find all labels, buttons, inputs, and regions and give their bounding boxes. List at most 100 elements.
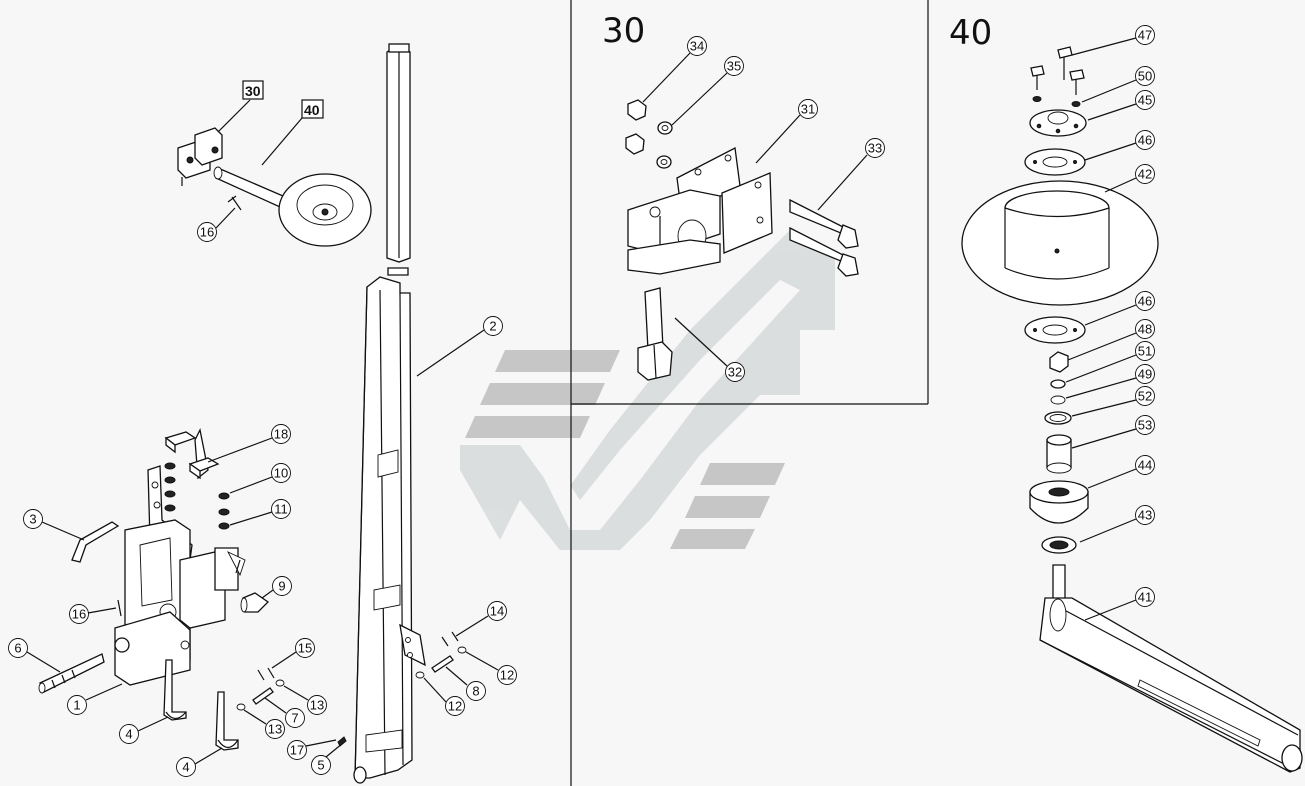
- svg-text:52: 52: [1138, 389, 1152, 404]
- svg-text:12: 12: [448, 699, 462, 714]
- callout-53: 53: [1071, 415, 1155, 449]
- callout-31: 31: [755, 99, 818, 164]
- svg-text:42: 42: [1138, 167, 1152, 182]
- svg-text:47: 47: [1138, 28, 1152, 43]
- svg-text:17: 17: [290, 743, 304, 758]
- detail-30-nuts-34-35: [625, 99, 673, 169]
- svg-text:50: 50: [1138, 69, 1152, 84]
- callout-6: 6: [8, 638, 61, 673]
- detail-40-arm-41: [1039, 564, 1303, 773]
- callout-33: 33: [817, 138, 885, 211]
- shaft-6: [38, 653, 105, 694]
- svg-text:30: 30: [245, 83, 261, 99]
- svg-text:35: 35: [727, 59, 741, 74]
- callout-18: 18: [207, 424, 291, 463]
- callout-50: 50: [1081, 66, 1155, 103]
- svg-text:34: 34: [690, 39, 704, 54]
- svg-text:8: 8: [472, 684, 479, 699]
- callout-48: 48: [1067, 319, 1155, 361]
- knob-9: [240, 592, 270, 613]
- callout-43: 43: [1079, 505, 1155, 543]
- overview-top-assembly: [177, 127, 372, 247]
- detail-40-hub-44: [1029, 480, 1089, 524]
- callout-5: 5: [311, 742, 344, 775]
- svg-text:3: 3: [29, 512, 36, 527]
- callout-34: 34: [642, 36, 707, 103]
- svg-text:32: 32: [728, 365, 742, 380]
- svg-text:49: 49: [1138, 367, 1152, 382]
- svg-text:53: 53: [1138, 418, 1152, 433]
- svg-text:7: 7: [291, 711, 298, 726]
- detail-30-bolt-32: [637, 287, 673, 381]
- callout-10: 10: [229, 463, 291, 494]
- svg-text:41: 41: [1138, 590, 1152, 605]
- callout-16a: 16: [197, 207, 236, 242]
- svg-text:13: 13: [310, 698, 324, 713]
- svg-text:9: 9: [278, 579, 285, 594]
- callout-1: 1: [67, 683, 123, 715]
- svg-text:46: 46: [1138, 294, 1152, 309]
- svg-text:13: 13: [268, 722, 282, 737]
- hook-4-b: [215, 691, 239, 751]
- overview-tag-30: 30: [217, 80, 264, 133]
- svg-text:45: 45: [1138, 93, 1152, 108]
- callout-32: 32: [674, 317, 745, 382]
- svg-text:33: 33: [868, 141, 882, 156]
- detail-40-nut-washers: [1044, 351, 1072, 425]
- detail-40-gasket-46-top: [1024, 148, 1086, 176]
- svg-text:51: 51: [1138, 344, 1152, 359]
- svg-text:46: 46: [1138, 133, 1152, 148]
- callout-8: 8: [445, 666, 486, 701]
- callout-16b: 16: [69, 604, 117, 624]
- svg-text:40: 40: [304, 102, 320, 118]
- detail-40-flange-45: [1029, 109, 1087, 137]
- detail-40-gasket-46-bottom: [1024, 316, 1086, 344]
- svg-text:10: 10: [274, 466, 288, 481]
- svg-text:15: 15: [298, 641, 312, 656]
- callout-51: 51: [1065, 341, 1155, 383]
- svg-text:2: 2: [489, 319, 496, 334]
- callout-14: 14: [455, 601, 507, 637]
- svg-text:4: 4: [125, 727, 132, 742]
- pin-3: [71, 521, 120, 563]
- nut-stack-left: [164, 462, 230, 530]
- svg-text:16: 16: [72, 607, 86, 622]
- callout-41: 41: [1084, 587, 1155, 621]
- callout-15: 15: [271, 638, 315, 669]
- callout-13a: 13: [283, 685, 327, 715]
- svg-text:11: 11: [274, 502, 288, 517]
- callout-4a: 4: [119, 716, 169, 744]
- hook-4-a: [163, 659, 187, 721]
- svg-text:6: 6: [14, 641, 21, 656]
- callout-46-top: 46: [1084, 130, 1155, 161]
- detail-40-bushing-53: [1046, 434, 1072, 474]
- svg-text:18: 18: [274, 427, 288, 442]
- callout-12a: 12: [423, 677, 465, 716]
- end-caps: [164, 431, 220, 480]
- svg-text:14: 14: [490, 604, 504, 619]
- callout-44: 44: [1087, 455, 1155, 489]
- callout-2: 2: [416, 316, 503, 377]
- main-post: [353, 43, 426, 784]
- svg-text:1: 1: [73, 698, 80, 713]
- callout-3: 3: [23, 509, 85, 541]
- pin-16-lower: [117, 599, 122, 617]
- svg-text:12: 12: [500, 668, 514, 683]
- section-title-40: 40: [949, 13, 992, 53]
- detail-40-disc-42: [961, 180, 1159, 306]
- callout-12b: 12: [465, 651, 517, 685]
- section-frame-30: [570, 0, 929, 786]
- callout-42: 42: [1104, 164, 1155, 193]
- callout-35: 35: [671, 56, 744, 126]
- callout-13b: 13: [243, 709, 285, 739]
- callout-45: 45: [1087, 90, 1155, 121]
- callout-4b: 4: [176, 747, 223, 777]
- svg-text:43: 43: [1138, 508, 1152, 523]
- callouts: 1 2 3 4 4 5 6 7 8 9 10 11 12 12 13 13 14…: [8, 25, 1155, 777]
- callout-9: 9: [261, 576, 292, 599]
- callout-11: 11: [229, 499, 291, 526]
- detail-40-bolts-47: [1030, 46, 1085, 107]
- detail-40-bearing-43: [1041, 536, 1077, 554]
- svg-text:4: 4: [182, 760, 189, 775]
